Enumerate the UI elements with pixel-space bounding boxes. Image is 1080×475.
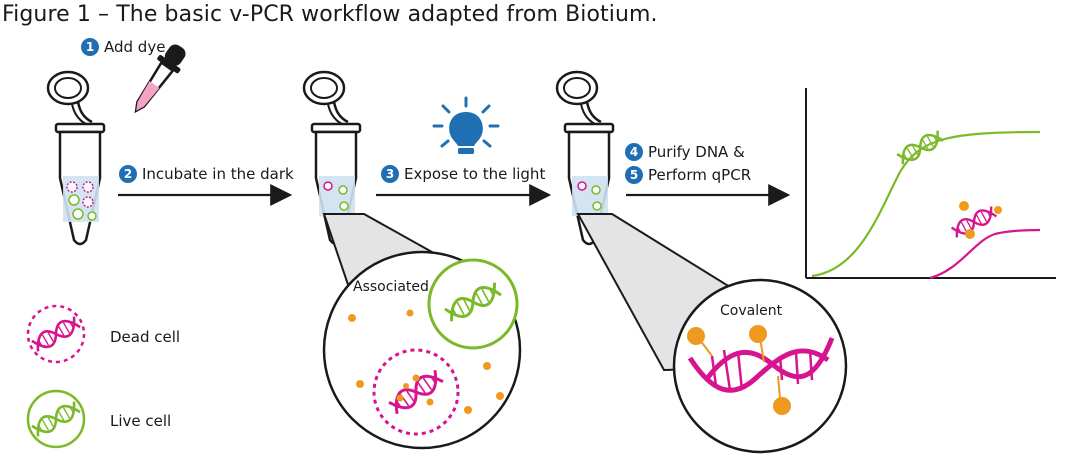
dropper-icon	[134, 44, 186, 114]
step-3: 3 Expose to the light	[381, 165, 545, 183]
svg-text:Perform qPCR: Perform qPCR	[648, 166, 751, 184]
svg-text:Incubate in the dark: Incubate in the dark	[142, 165, 294, 183]
step-1: 1 Add dye	[81, 38, 165, 56]
legend: Dead cell Live cell	[26, 304, 180, 449]
dead-cell-curve	[929, 228, 1041, 280]
svg-text:Expose to the light: Expose to the light	[404, 165, 545, 183]
svg-text:1: 1	[86, 40, 94, 54]
svg-text:Purify DNA &: Purify DNA &	[648, 143, 745, 161]
legend-dead-label: Dead cell	[110, 328, 180, 346]
figure-title: Figure 1 – The basic v-PCR workflow adap…	[2, 2, 658, 27]
svg-text:3: 3	[386, 167, 394, 181]
zoom-wedge-covalent: Covalent	[576, 213, 848, 454]
tube-icon	[555, 70, 615, 246]
step-2: 2 Incubate in the dark	[119, 165, 294, 183]
svg-text:2: 2	[124, 167, 132, 181]
svg-text:5: 5	[630, 168, 638, 182]
tube-icon	[46, 70, 106, 246]
svg-text:Add dye: Add dye	[104, 38, 165, 56]
zoom-wedge-associated: Associated	[322, 213, 522, 450]
tube-icon	[302, 70, 362, 246]
covalent-label: Covalent	[720, 303, 783, 319]
step-4: 4 Purify DNA &	[625, 143, 745, 161]
light-bulb-icon	[432, 96, 500, 154]
qpcr-amplification-plot	[805, 88, 1056, 280]
live-cell-curve	[811, 130, 1041, 278]
step-5: 5 Perform qPCR	[625, 166, 751, 184]
svg-text:4: 4	[630, 145, 638, 159]
associated-label: Associated	[353, 279, 429, 295]
legend-live-label: Live cell	[110, 412, 171, 430]
